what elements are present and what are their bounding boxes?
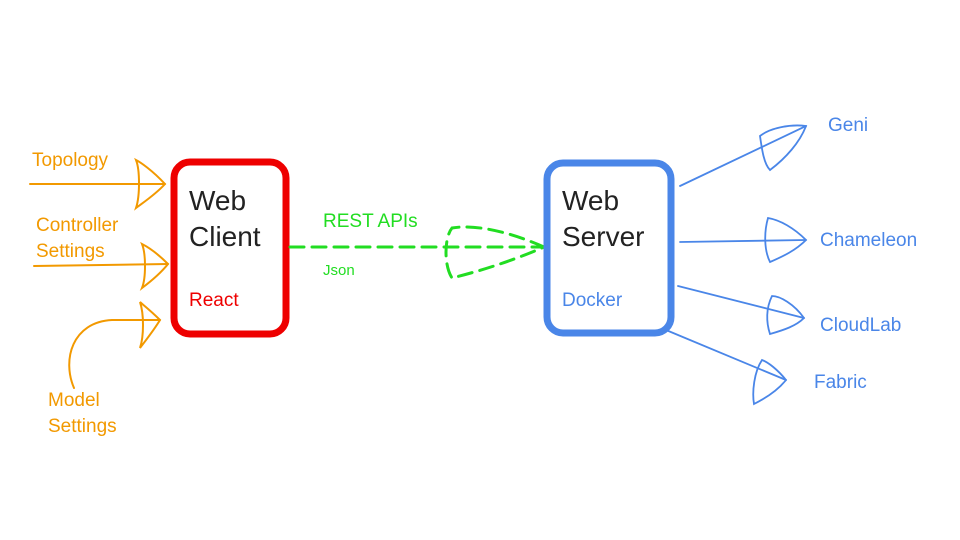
web-client-title-line1: Web <box>189 185 247 216</box>
web-client-box <box>170 158 290 338</box>
json-label: Json <box>323 262 355 279</box>
rest-apis-label: REST APIs <box>323 211 418 232</box>
target-arrow-cloudlab <box>677 285 806 336</box>
input-arrow-topology <box>29 157 167 211</box>
controller-settings-label-line2: Settings <box>36 241 105 262</box>
target-label-cloudlab: CloudLab <box>820 315 902 336</box>
input-arrow-controller-settings <box>33 241 170 291</box>
target-arrow-geni <box>679 124 808 187</box>
web-client-tech-label: React <box>189 290 239 311</box>
web-client-title-line2: Client <box>189 221 261 252</box>
target-arrow-chameleon <box>679 216 808 264</box>
input-arrow-model-settings <box>68 301 162 389</box>
web-server-tech-label: Docker <box>562 290 623 311</box>
target-arrow-fabric <box>665 329 788 406</box>
model-settings-label-line1: Model <box>48 390 100 411</box>
target-label-geni: Geni <box>828 115 869 136</box>
web-server-title-line2: Server <box>562 221 645 252</box>
target-label-chameleon: Chameleon <box>820 230 918 251</box>
topology-label: Topology <box>32 150 109 171</box>
target-label-fabric: Fabric <box>814 372 867 393</box>
model-settings-label-line2: Settings <box>48 416 117 437</box>
web-server-box <box>543 159 675 337</box>
api-link-arrow <box>288 225 548 280</box>
controller-settings-label-line1: Controller <box>36 215 119 236</box>
web-server-title-line1: Web <box>562 185 620 216</box>
